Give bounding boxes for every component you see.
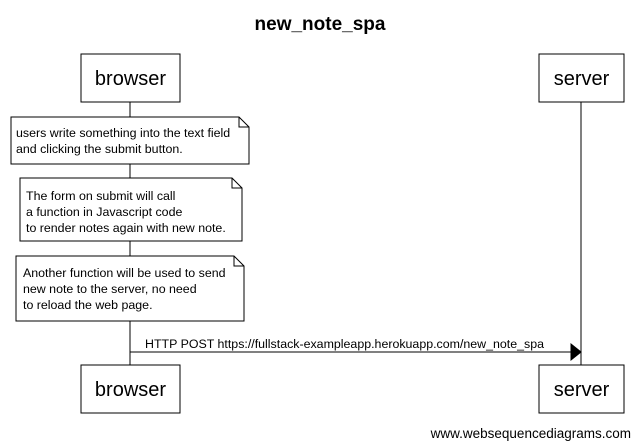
- participant-label: browser: [95, 379, 166, 401]
- participant-label: browser: [95, 68, 166, 90]
- message-label: HTTP POST https://fullstack-exampleapp.h…: [145, 337, 544, 351]
- note-line: and clicking the submit button.: [16, 142, 183, 156]
- diagram-title: new_note_spa: [255, 14, 386, 35]
- participant-label: server: [554, 68, 610, 90]
- note-2: The form on submit will call a function …: [19, 177, 243, 242]
- note-line: a function in Javascript code: [26, 205, 182, 219]
- participant-label: server: [554, 379, 610, 401]
- note-line: The form on submit will call: [26, 189, 175, 203]
- note-1: users write something into the text fiel…: [10, 116, 250, 165]
- note-line: users write something into the text fiel…: [16, 126, 230, 140]
- participant-server-top: server: [538, 53, 625, 103]
- note-line: new note to the server, no need: [23, 282, 197, 296]
- participant-browser-bottom: browser: [80, 364, 181, 414]
- participant-server-bottom: server: [538, 364, 625, 414]
- footer-watermark: www.websequencediagrams.com: [430, 426, 631, 441]
- arrowhead-icon: [570, 342, 582, 362]
- note-line: to render notes again with new note.: [26, 221, 226, 235]
- note-3: Another function will be used to send ne…: [15, 255, 245, 322]
- note-line: to reload the web page.: [23, 298, 153, 312]
- note-line: Another function will be used to send: [23, 266, 226, 280]
- participant-browser-top: browser: [80, 53, 181, 103]
- message-http-post: HTTP POST https://fullstack-exampleapp.h…: [130, 337, 582, 362]
